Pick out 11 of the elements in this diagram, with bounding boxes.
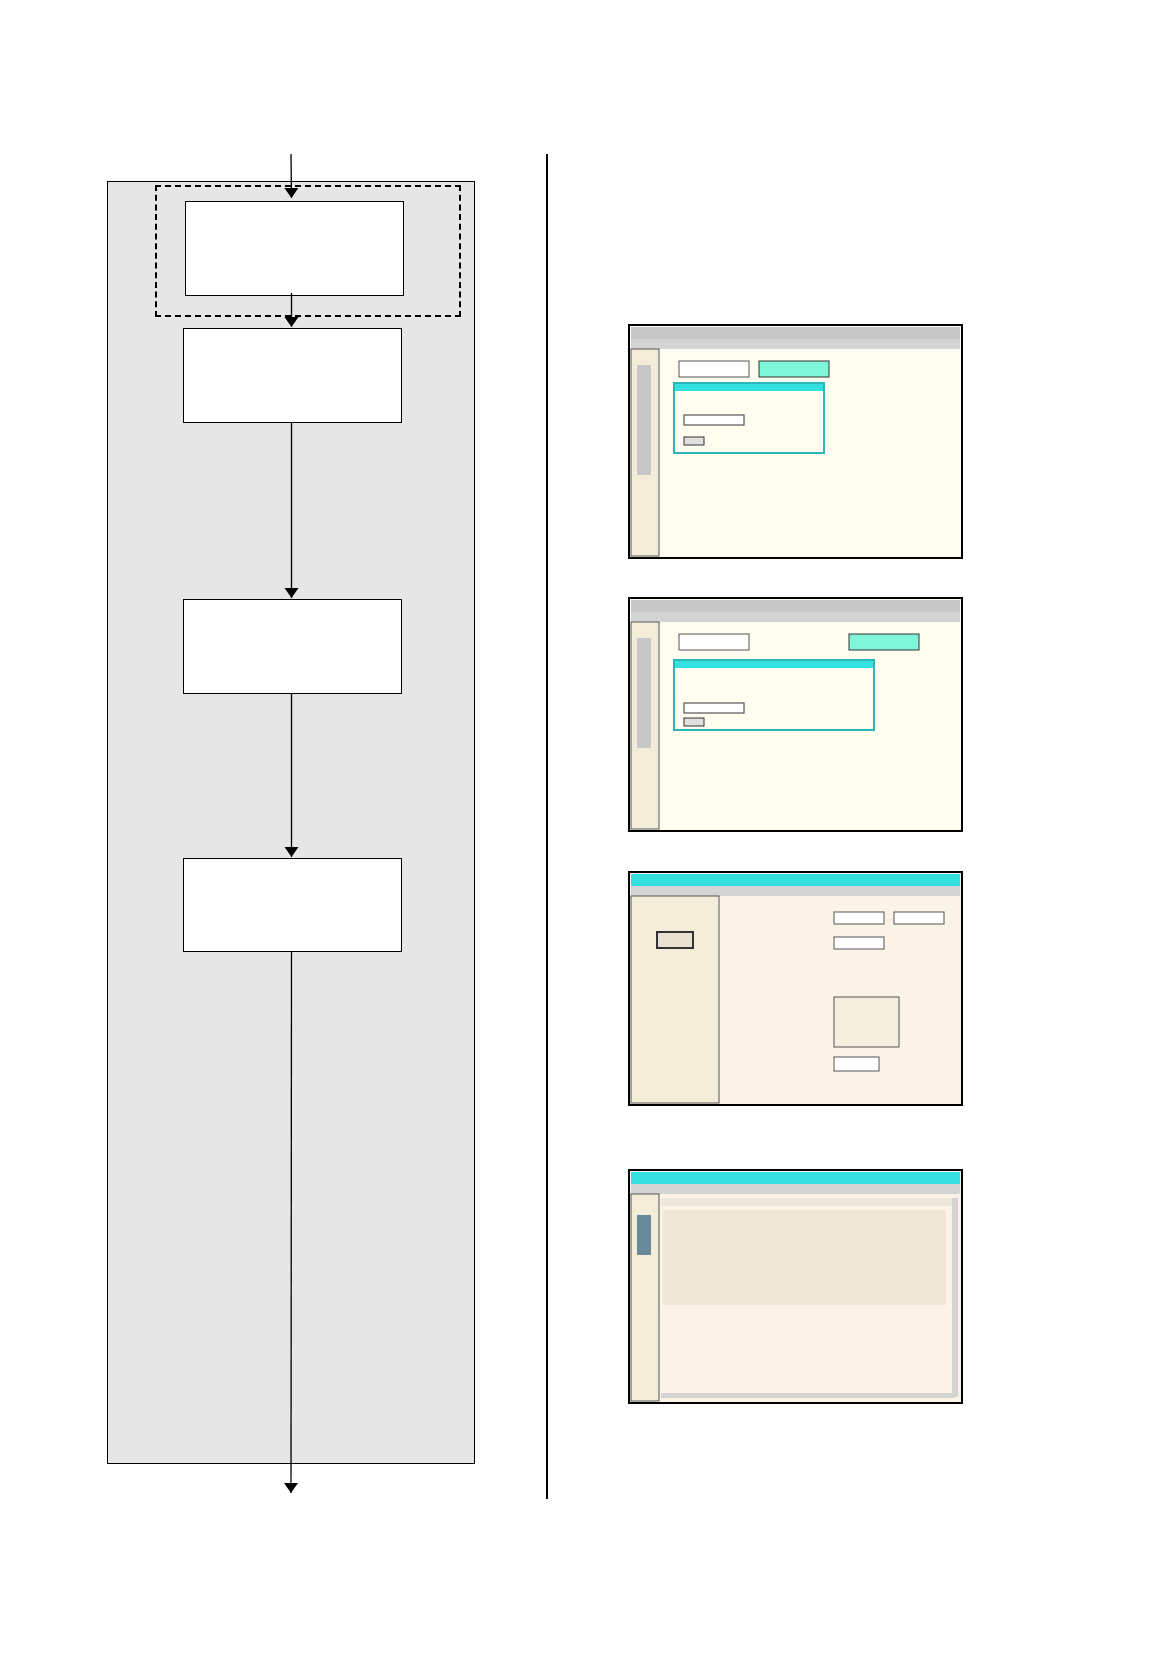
process-box [183, 599, 402, 694]
arrow [284, 950, 298, 1494]
dashed-frame [155, 185, 461, 317]
process-box [183, 328, 402, 423]
arrow [284, 692, 299, 858]
arrow [284, 421, 299, 599]
arrow [284, 292, 299, 328]
background-panel [107, 181, 475, 1464]
process-box [183, 858, 402, 952]
arrow [284, 153, 299, 199]
process-box [185, 201, 404, 296]
